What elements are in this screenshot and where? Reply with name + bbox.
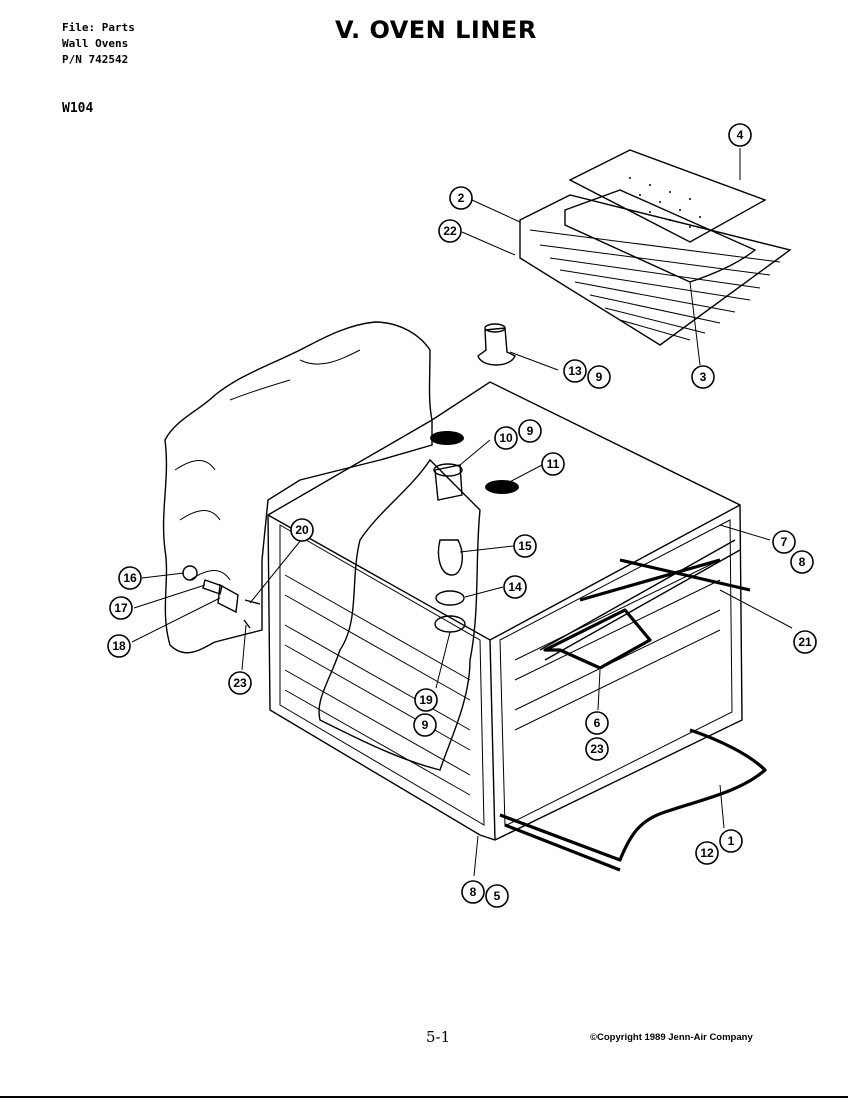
file-info: File: Parts Wall Ovens P/N 742542 <box>62 20 135 68</box>
vent-hole-left <box>430 431 464 445</box>
file-line: File: Parts <box>62 21 135 34</box>
callout-23b: 23 <box>585 737 609 761</box>
callout-9a: 9 <box>587 365 611 389</box>
callout-8b: 8 <box>461 880 485 904</box>
callout-10: 10 <box>494 426 518 450</box>
svg-text:11: 11 <box>547 457 560 471</box>
product-line: Wall Ovens <box>62 37 129 50</box>
callout-20: 20 <box>290 518 314 542</box>
lens-gasket <box>435 590 465 606</box>
light-socket <box>434 464 463 501</box>
svg-text:3: 3 <box>700 370 707 384</box>
svg-text:23: 23 <box>590 742 604 756</box>
svg-text:23: 23 <box>233 676 247 690</box>
callout-18: 18 <box>107 634 131 658</box>
vent-hole-right <box>485 480 519 494</box>
svg-text:4: 4 <box>737 128 744 142</box>
svg-text:2: 2 <box>458 191 465 205</box>
callout-16: 16 <box>118 566 142 590</box>
bake-element <box>499 728 767 862</box>
callout-15: 15 <box>513 534 537 558</box>
callout-13: 13 <box>563 359 587 383</box>
broil-element <box>543 558 751 670</box>
callout-4: 4 <box>728 123 752 147</box>
callout-22: 22 <box>438 219 462 243</box>
callout-21: 21 <box>793 630 817 654</box>
svg-text:14: 14 <box>508 580 522 594</box>
callout-9b: 9 <box>518 419 542 443</box>
light-bulb <box>437 539 463 576</box>
callout-17: 17 <box>109 596 133 620</box>
oven-rack <box>519 194 792 346</box>
svg-text:6: 6 <box>594 716 601 730</box>
lamp-switch <box>182 565 198 581</box>
page-title: V. OVEN LINER <box>335 16 537 44</box>
callout-6: 6 <box>585 711 609 735</box>
svg-text:8: 8 <box>799 555 806 569</box>
screw-left <box>243 599 261 629</box>
page-number: 5-1 <box>426 1028 451 1046</box>
broiler-pan <box>564 189 757 283</box>
svg-text:9: 9 <box>527 424 534 438</box>
switch-bracket <box>217 583 239 614</box>
svg-text:7: 7 <box>781 535 788 549</box>
svg-text:20: 20 <box>295 523 309 537</box>
svg-text:10: 10 <box>499 431 513 445</box>
vent-cap <box>477 327 516 366</box>
callout-3: 3 <box>691 365 715 389</box>
callout-9c: 9 <box>413 713 437 737</box>
svg-text:5: 5 <box>494 889 501 903</box>
model-number: W104 <box>62 101 94 116</box>
svg-text:16: 16 <box>123 571 137 585</box>
callout-2: 2 <box>449 186 473 210</box>
oven-liner-body <box>267 381 743 841</box>
callout-12: 12 <box>695 841 719 865</box>
svg-text:13: 13 <box>568 364 582 378</box>
callout-19: 19 <box>414 688 438 712</box>
svg-text:19: 19 <box>419 693 433 707</box>
svg-text:17: 17 <box>114 601 128 615</box>
svg-text:15: 15 <box>518 539 532 553</box>
svg-text:12: 12 <box>700 846 714 860</box>
copyright-notice: ©Copyright 1989 Jenn-Air Company <box>590 1032 753 1043</box>
part-number-line: P/N 742542 <box>62 53 129 66</box>
svg-text:18: 18 <box>112 639 126 653</box>
callout-1: 1 <box>719 829 743 853</box>
svg-text:21: 21 <box>798 635 812 649</box>
svg-text:9: 9 <box>596 370 603 384</box>
callout-23a: 23 <box>228 671 252 695</box>
svg-text:1: 1 <box>728 834 735 848</box>
svg-text:8: 8 <box>470 885 477 899</box>
callout-11: 11 <box>541 452 565 476</box>
callout-14: 14 <box>503 575 527 599</box>
insulation-blanket <box>162 321 433 654</box>
callout-7: 7 <box>772 530 796 554</box>
broiler-pan-insert <box>568 149 767 243</box>
svg-text:9: 9 <box>422 718 429 732</box>
svg-text:22: 22 <box>443 224 457 238</box>
bottom-rule <box>0 1096 848 1098</box>
callout-5: 5 <box>485 884 509 908</box>
callout-8a: 8 <box>790 550 814 574</box>
